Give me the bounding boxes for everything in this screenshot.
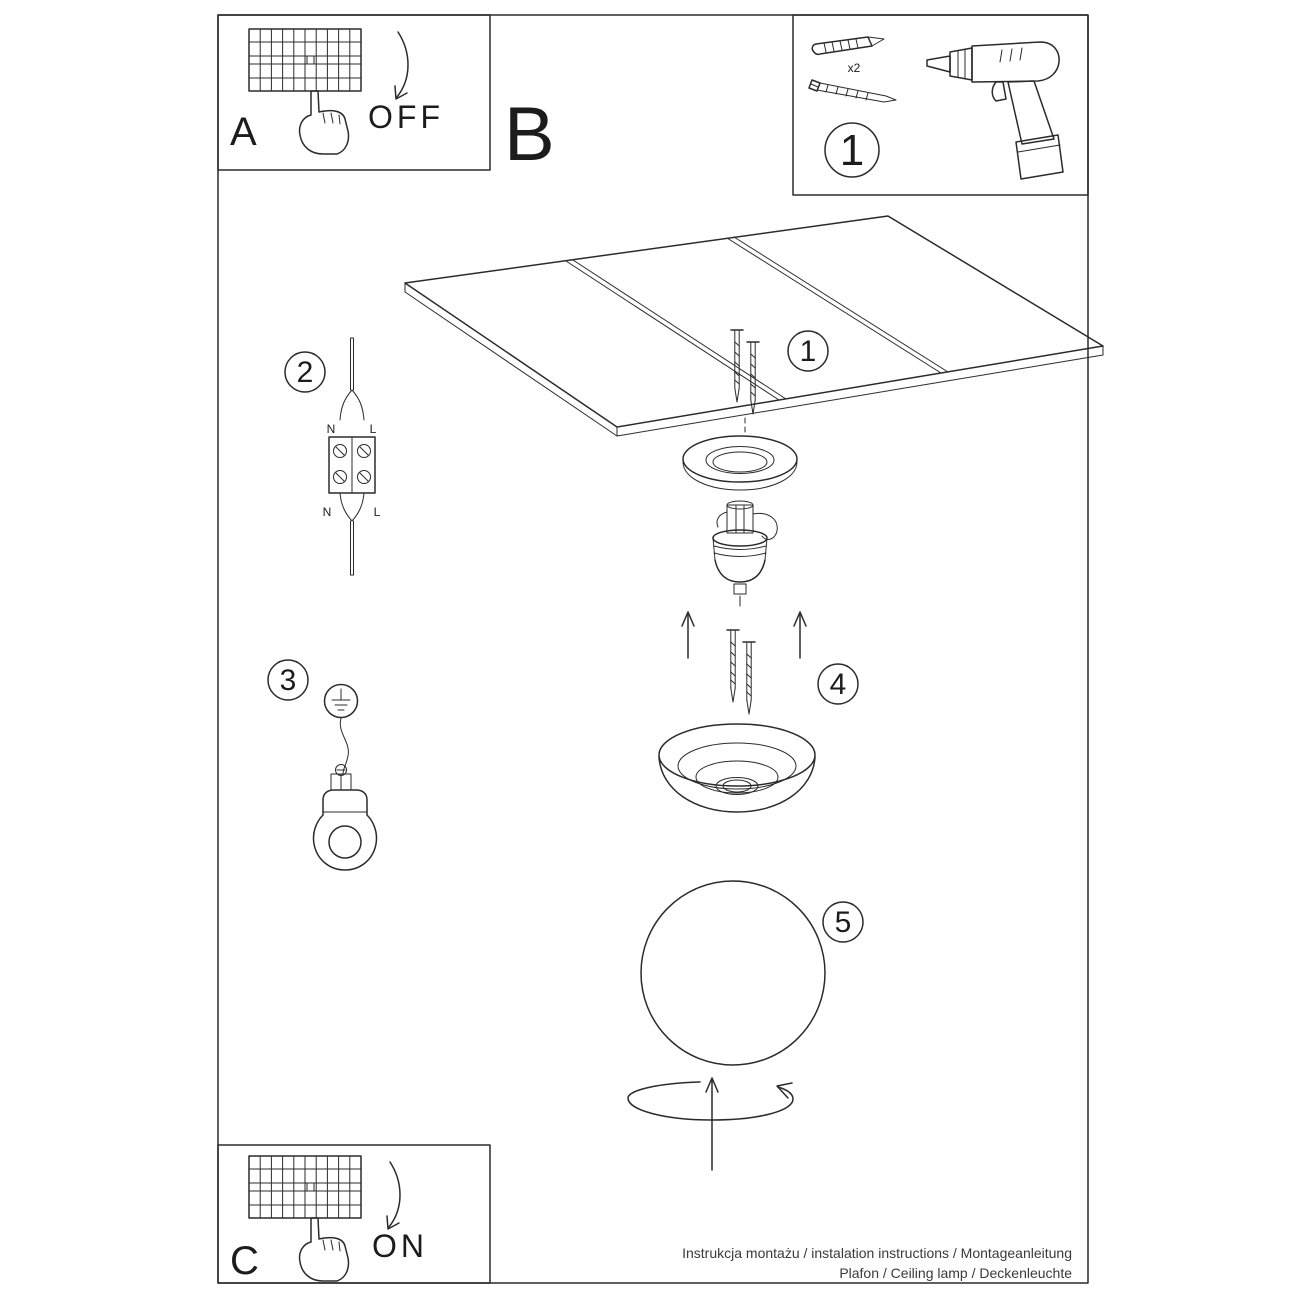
lamp-socket: [712, 500, 778, 607]
ground-symbol-icon: [323, 683, 359, 719]
socket-bracket: [312, 789, 378, 871]
label-n-top: N: [327, 422, 336, 436]
tools-step-number: 1: [840, 126, 864, 175]
glass-sphere: [640, 880, 826, 1066]
tools-box-border: [792, 14, 1089, 196]
section-c-box: [217, 1144, 491, 1284]
breaker-panel-hand-icon: [248, 28, 362, 155]
section-c-label: C: [230, 1239, 259, 1283]
mounting-screws-step1: [730, 329, 760, 435]
step4-number: 4: [830, 668, 847, 701]
push-up-arrow-icon: [705, 1077, 719, 1171]
step2-circle: [284, 351, 326, 393]
step5-number: 5: [835, 906, 852, 939]
rotate-on-arrow-icon: [388, 1161, 401, 1228]
canopy-screws-step4: [726, 629, 756, 715]
footer-line2: Plafon / Ceiling lamp / Deckenleuchte: [839, 1265, 1072, 1281]
wall-anchor-icon: [811, 36, 885, 56]
ground-wire: [339, 717, 349, 775]
label-l-top: L: [370, 422, 377, 436]
anchor-count-label: x2: [848, 61, 861, 75]
section-a-label: A: [230, 110, 257, 154]
step5-circle: [822, 901, 864, 943]
rotate-off-arrowhead-icon: [394, 85, 408, 100]
label-l-bottom: L: [374, 505, 381, 519]
step3-number: 3: [280, 664, 297, 697]
breaker-panel-hand-icon-c: [248, 1155, 362, 1282]
section-c-power-on: C ON: [217, 1144, 491, 1284]
step1-marker: 1: [787, 330, 829, 372]
step3-marker: 3: [267, 659, 309, 701]
section-a-box: [217, 14, 491, 171]
terminal-block-assembly: N L N L: [323, 337, 381, 576]
section-b-label: B: [504, 92, 555, 177]
power-on-label: ON: [372, 1228, 428, 1264]
power-off-label: OFF: [368, 99, 444, 135]
up-arrow-right-icon: [793, 611, 807, 659]
rotation-arrow-icon: [627, 1081, 794, 1121]
canopy: [658, 723, 816, 813]
step1-number: 1: [800, 335, 817, 368]
footer-line1: Instrukcja montażu / instalation instruc…: [682, 1245, 1072, 1261]
label-n-bottom: N: [323, 505, 332, 519]
step4-marker: 4: [817, 663, 859, 705]
step4-circle: [817, 663, 859, 705]
mounting-ring: [682, 435, 798, 491]
rotate-on-arrowhead-icon: [386, 1215, 400, 1230]
tools-step-circle: [824, 122, 880, 178]
step1-circle: [787, 330, 829, 372]
drill-icon: [926, 41, 1064, 180]
ground-wire-and-bracket: [312, 717, 378, 871]
tools-box: 1 x2: [792, 14, 1089, 196]
step5-marker: 5: [822, 901, 864, 943]
step2-number: 2: [297, 356, 314, 389]
screw-long-icon: [808, 79, 897, 103]
step2-marker: 2: [284, 351, 326, 393]
wire-bottom: [350, 520, 354, 576]
step3-circle: [267, 659, 309, 701]
up-arrow-left-icon: [681, 611, 695, 659]
main-border: [217, 14, 1089, 1284]
rotate-off-arrow-icon: [396, 31, 409, 98]
ceiling-panels: [404, 215, 1104, 437]
section-a-power-off: A OFF: [217, 14, 491, 171]
wire-top: [350, 337, 354, 391]
